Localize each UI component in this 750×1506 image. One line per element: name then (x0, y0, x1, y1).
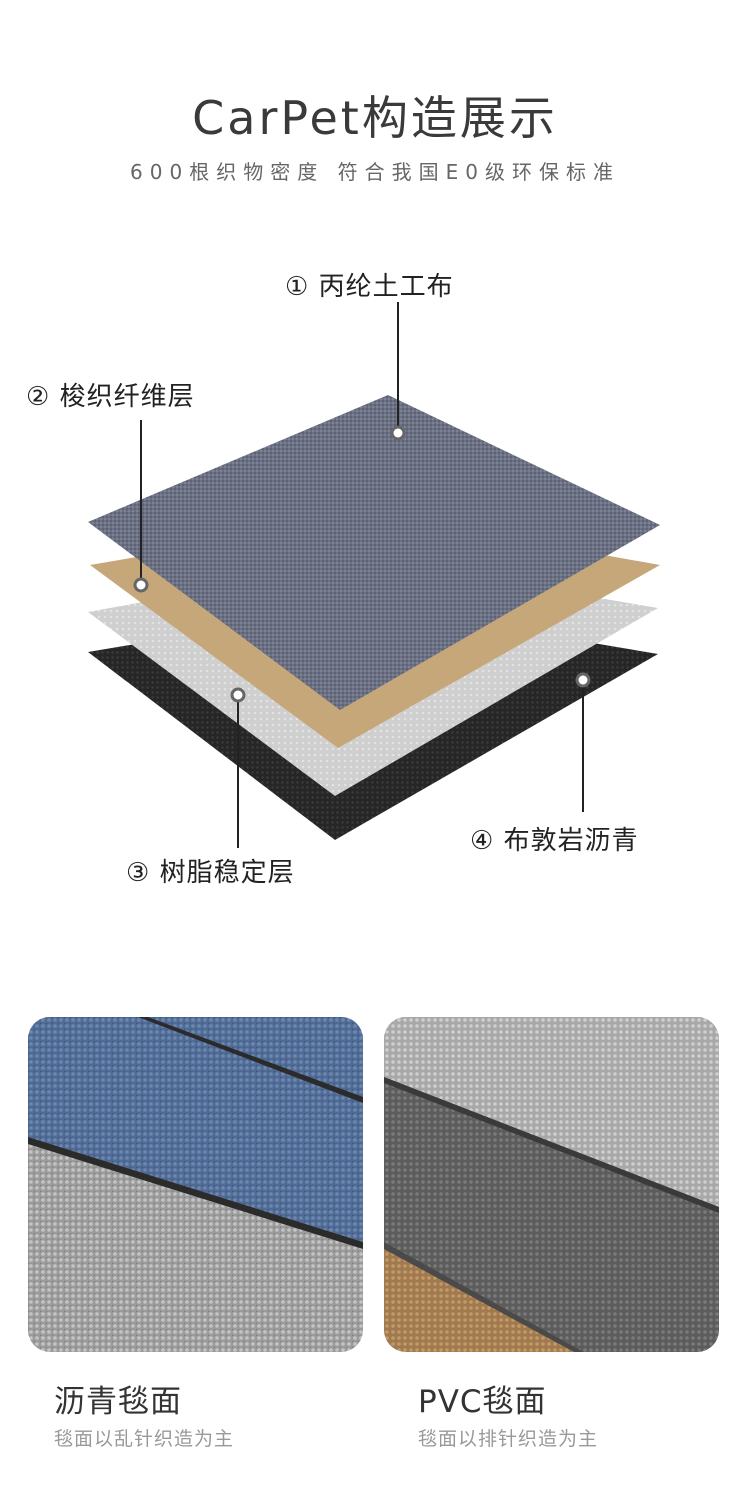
marker-dot-3 (230, 687, 246, 703)
page-title: CarPet构造展示 (192, 91, 558, 145)
layer-label-4: ④ 布敦岩沥青 (470, 826, 639, 856)
product-desc-pvc: 毯面以排针织造为主 (418, 1428, 599, 1450)
marker-dot-4 (575, 672, 591, 688)
product-name-asphalt: 沥青毯面 (54, 1384, 182, 1420)
asphalt-carpet-photo (28, 1017, 363, 1352)
top-geotextile-layer (88, 395, 660, 710)
layer-label-1: ① 丙纶土工布 (285, 272, 454, 302)
marker-dot-2 (133, 577, 149, 593)
pvc-carpet-photo (384, 1017, 719, 1352)
product-desc-asphalt: 毯面以乱针织造为主 (54, 1428, 235, 1450)
product-name-pvc: PVC毯面 (418, 1384, 547, 1420)
layer-label-2: ② 梭织纤维层 (26, 382, 195, 412)
layer-label-3: ③ 树脂稳定层 (126, 858, 295, 888)
marker-dot-1 (390, 425, 406, 441)
layer-stack-illustration (88, 302, 660, 848)
page-subtitle: 600根织物密度 符合我国E0级环保标准 (130, 160, 620, 184)
layer-diagram: ① 丙纶土工布 ② 梭织纤维层 ③ 树脂稳定层 ④ 布敦岩沥青 (0, 230, 750, 930)
